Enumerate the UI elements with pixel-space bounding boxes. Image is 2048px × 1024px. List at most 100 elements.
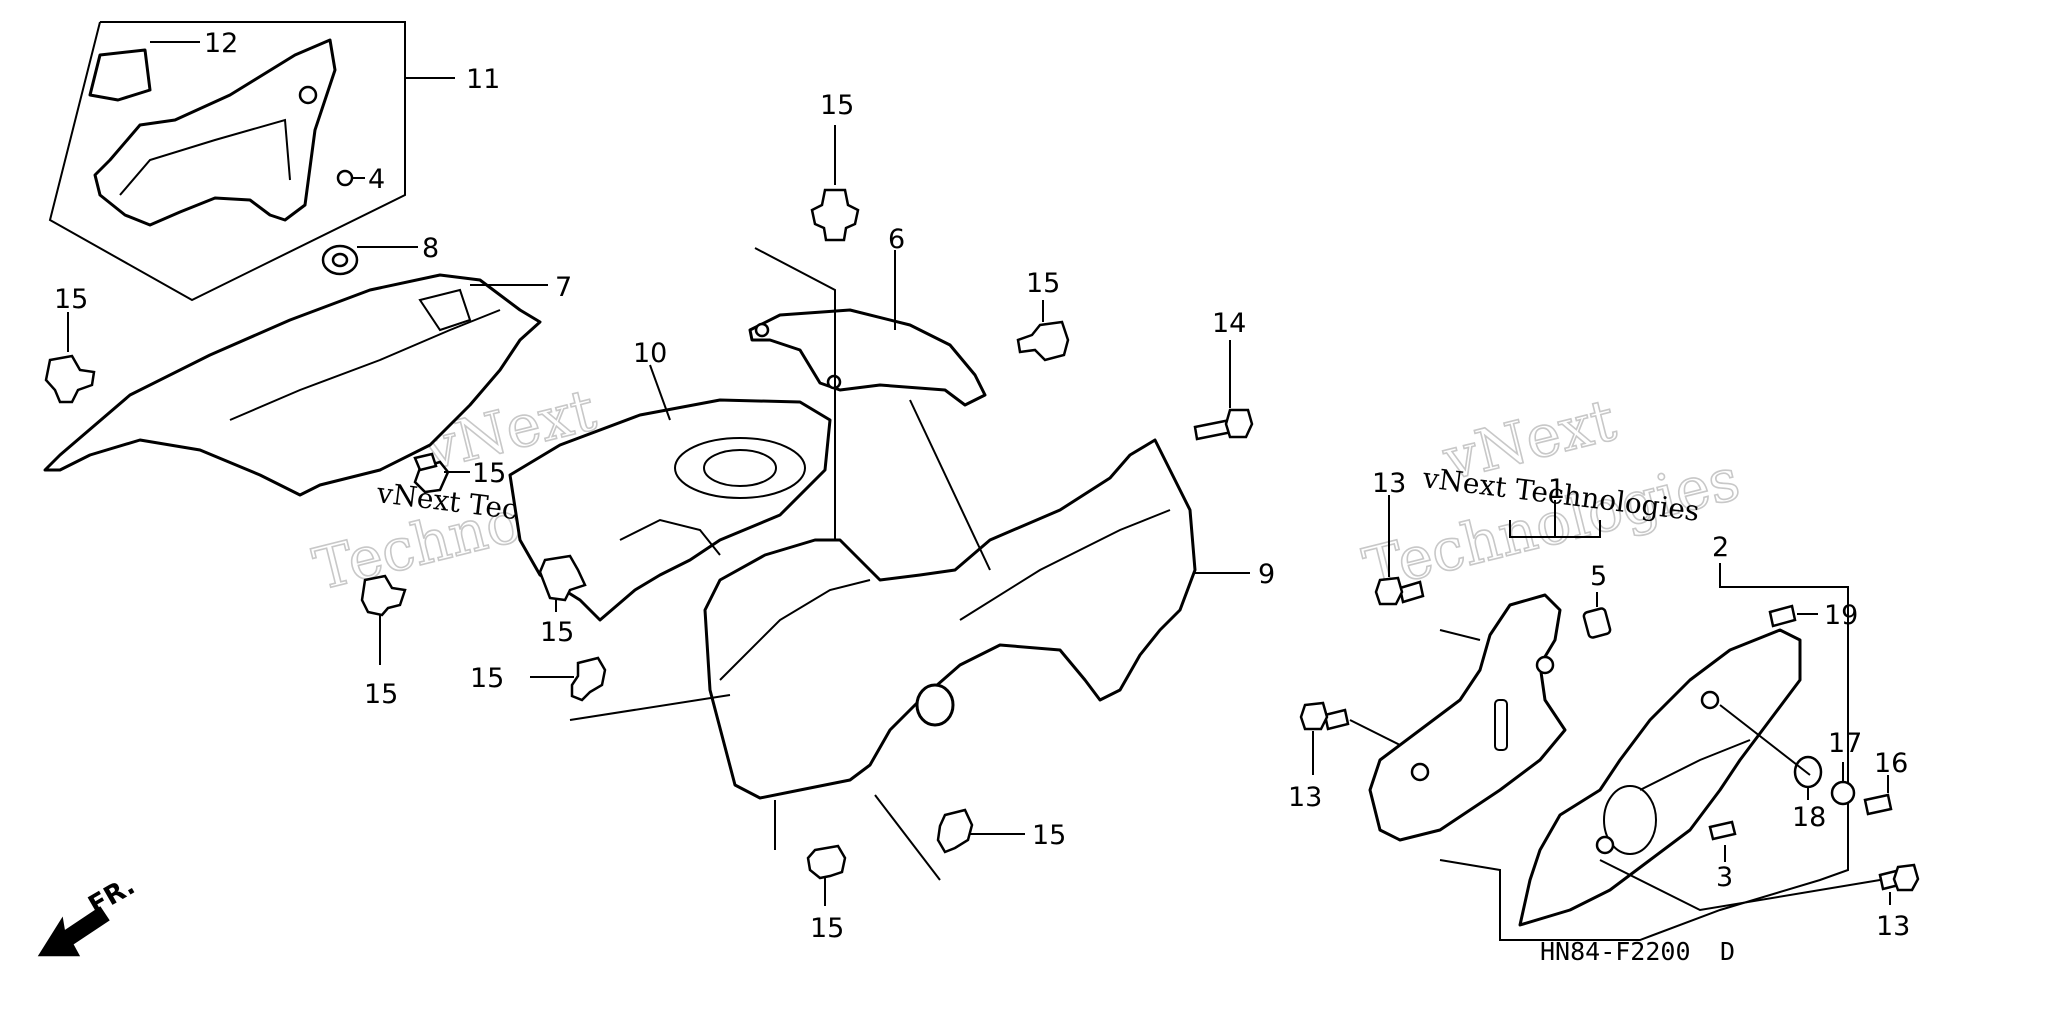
- callout-15-mid: 15: [470, 663, 504, 694]
- part-11-mount: [298, 85, 318, 105]
- part-15-fasteners: [44, 125, 1070, 906]
- rivet-15-left: [44, 312, 96, 404]
- part-16-screw: [1863, 793, 1893, 816]
- callout-15-bottom-right: 15: [1032, 820, 1066, 851]
- callout-13-left: 13: [1288, 782, 1322, 813]
- rivet-15-tray-left: [538, 554, 587, 612]
- bolt-14-head: [1224, 408, 1254, 439]
- plate-1-hole-upper: [1535, 655, 1555, 675]
- front-direction-indicator: FR.: [37, 871, 140, 957]
- front-cover-9-contour-b: [959, 509, 1171, 621]
- callout-13-right: 13: [1876, 911, 1910, 942]
- assembly-leaders: [569, 247, 1881, 912]
- callout-15-left: 15: [54, 284, 88, 315]
- cover-2-recess: [1603, 785, 1657, 855]
- leader-15-9: [569, 694, 731, 721]
- callout-10: 10: [633, 338, 667, 369]
- side-cover-7-tab: [418, 288, 472, 332]
- callout-19: 19: [1824, 600, 1858, 631]
- rivet-15-bottom-center: [806, 844, 847, 906]
- callout-15-upper-right: 15: [1026, 268, 1060, 299]
- rivet-15-left-small: [413, 452, 438, 472]
- cover-2-hole-upper: [1700, 690, 1720, 710]
- part-7-side-cover: [43, 273, 548, 497]
- callout-13-upper: 13: [1372, 468, 1406, 499]
- callout-8: 8: [422, 233, 439, 264]
- callout-5: 5: [1590, 561, 1607, 592]
- callout-14: 14: [1212, 308, 1246, 339]
- grommet-8-hole: [331, 252, 349, 268]
- tray-10-opening-outer: [674, 437, 806, 499]
- diagram-code-suffix: D: [1720, 937, 1735, 966]
- bracket-6-shape: [748, 308, 987, 407]
- part-9-front-cover: [703, 438, 1250, 800]
- diagram-code-label: HN84-F2200 D: [1540, 937, 1735, 966]
- side-cover-7-contour: [229, 309, 501, 421]
- callout-2: 2: [1712, 532, 1729, 563]
- leader-13-left-plate: [1349, 719, 1401, 746]
- callout-7: 7: [555, 272, 572, 303]
- plate-1-hole-lower: [1410, 762, 1430, 782]
- cover-2-emblem: [1639, 739, 1751, 791]
- callout-18: 18: [1792, 802, 1826, 833]
- part-11-panel-assembly: [48, 21, 455, 302]
- part-3-insert: [1708, 820, 1737, 841]
- callout-16: 16: [1874, 748, 1908, 779]
- callout-11: 11: [466, 64, 500, 95]
- rivet-15-top: [810, 125, 860, 242]
- tray-10-detail: [619, 518, 721, 556]
- cover-2-shape: [1518, 628, 1802, 927]
- box-2: [1439, 577, 1849, 941]
- leader-9-15-right: [874, 794, 941, 881]
- callout-6: 6: [888, 224, 905, 255]
- tray-10-opening-inner: [703, 449, 777, 487]
- callout-17: 17: [1828, 728, 1862, 759]
- plate-1-shape: [1368, 593, 1567, 842]
- rivet-15-upper-right: [1016, 300, 1070, 362]
- bolt-13-left: [1323, 708, 1350, 731]
- rivet-15-mid: [530, 656, 607, 702]
- part-19-spring-nut: [1768, 604, 1797, 628]
- callout-15-top: 15: [820, 90, 854, 121]
- part-14-bolt: [1193, 340, 1254, 441]
- bolt-13-upper: [1398, 580, 1425, 604]
- part-11-box: [48, 21, 406, 302]
- part-1-2-right-assembly: [1299, 495, 1920, 941]
- bracket-6-hole-left: [754, 322, 770, 338]
- callout-15-bottom-center: 15: [810, 913, 844, 944]
- bolt-13-upper-head: [1374, 576, 1404, 606]
- diagram-code: HN84-F2200: [1540, 937, 1691, 966]
- callout-15-lower-left: 15: [364, 679, 398, 710]
- callout-4: 4: [368, 164, 385, 195]
- leader-6-15: [754, 247, 836, 540]
- front-arrow-icon: [37, 906, 110, 957]
- leader-cover-18: [1719, 704, 1811, 776]
- part-8-grommet: [321, 244, 418, 276]
- side-cover-7-shape: [43, 273, 542, 497]
- front-cover-9-shape: [703, 438, 1197, 800]
- leader-cover-13: [1599, 859, 1881, 912]
- part-17-collar: [1830, 780, 1856, 806]
- part-4-nut: [336, 169, 354, 187]
- callout-15-tray: 15: [540, 617, 574, 648]
- leader-6-9: [909, 399, 991, 571]
- part-10-tray: [508, 364, 832, 622]
- callout-numbers: 1 2 11 4 8 7 15 15 15 10 15 15 15 6 15 14…: [54, 28, 1910, 944]
- front-cover-9-contour-a: [719, 579, 871, 681]
- plate-1-slot: [1494, 699, 1508, 751]
- rivet-15-bottom-right: [936, 808, 1025, 854]
- bolt-13-right-head: [1892, 863, 1920, 892]
- callout-1: 1: [1548, 474, 1565, 505]
- callout-15-center-left: 15: [472, 458, 506, 489]
- bolt-13-left-head: [1299, 701, 1329, 731]
- part-11-inner-panel: [93, 38, 337, 227]
- part-5-clip: [1582, 607, 1612, 639]
- part-18-grommet: [1793, 755, 1823, 789]
- cover-2-hole-lower: [1595, 835, 1615, 855]
- rivet-15-lower-left: [360, 574, 407, 665]
- callout-9: 9: [1258, 559, 1275, 590]
- lead-10: [649, 364, 671, 421]
- part-6-bracket: [748, 250, 987, 407]
